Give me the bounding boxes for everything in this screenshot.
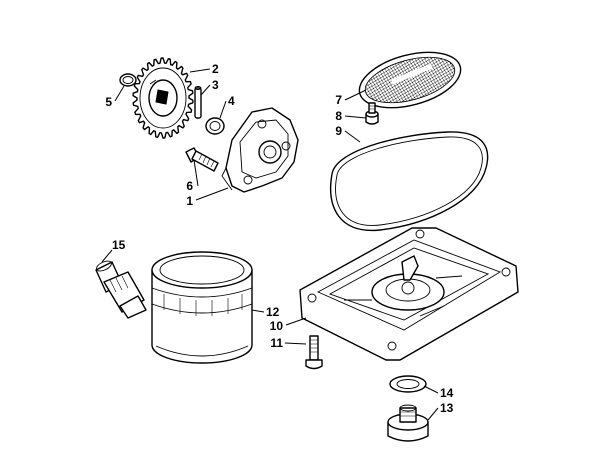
callout-13: 13 [440,401,454,415]
callout-4: 4 [228,94,235,108]
callout-10: 10 [270,319,284,333]
callout-11: 11 [270,336,283,350]
drain-plug-part[interactable] [387,404,429,442]
callout-12: 12 [266,305,280,319]
pump-bolt-part[interactable] [185,147,219,172]
callout-14: 14 [440,386,454,400]
callout-7: 7 [335,93,342,107]
screen-screw-part[interactable] [365,102,379,125]
callout-6: 6 [186,179,193,193]
drain-plug-washer-part[interactable] [389,375,427,393]
callout-labels: 5 2 3 4 6 1 7 8 9 12 10 11 14 13 15 [105,62,453,415]
washer-part[interactable] [205,117,225,135]
callout-1: 1 [186,194,193,208]
pan-bolt-part[interactable] [305,335,323,370]
pin-part[interactable] [194,86,202,119]
pan-gasket-part[interactable] [330,131,489,232]
callout-5: 5 [105,95,112,109]
callout-15: 15 [112,238,126,252]
pump-gear-part[interactable] [132,57,194,139]
oil-pan-part[interactable] [299,227,519,361]
callout-3: 3 [212,78,219,92]
callout-9: 9 [335,124,342,138]
snap-ring-part[interactable] [119,73,137,87]
oil-pressure-sender-part[interactable] [95,259,147,319]
oil-screen-part[interactable] [353,42,466,117]
callout-8: 8 [335,109,342,123]
callout-2: 2 [212,62,219,76]
oil-filter-part[interactable] [151,251,253,364]
leader-lines [101,68,439,421]
oil-pump-body-part[interactable] [221,107,299,193]
